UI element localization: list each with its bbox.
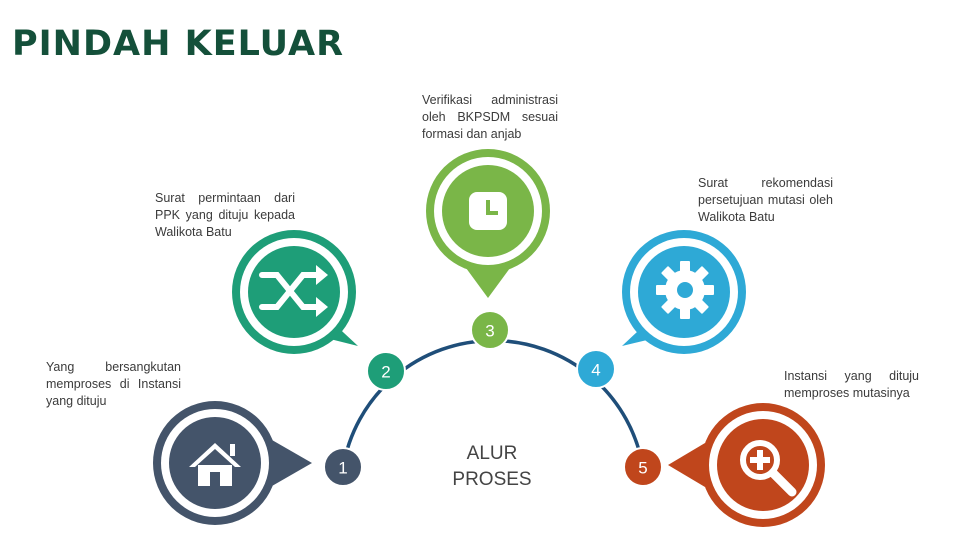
center-label-line-2: PROSES <box>452 469 532 490</box>
badge-step-5: 5 <box>623 447 663 487</box>
step-number-5: 5 <box>638 459 647 478</box>
home-icon <box>189 443 241 486</box>
bubble-step-1 <box>153 401 312 525</box>
step-3-text: Verifikasi administrasi oleh BKPSDM sesu… <box>422 93 558 141</box>
zoom-in-icon <box>740 440 797 497</box>
shuffle-icon <box>259 265 328 317</box>
badge-step-1: 1 <box>323 447 363 487</box>
step-5-text: Instansi yang dituju memproses mutasinya <box>784 369 919 400</box>
bubble-step-3 <box>426 149 550 298</box>
bubble-step-2 <box>232 230 358 354</box>
badge-step-3: 3 <box>470 310 510 350</box>
step-2-text: Surat permintaan dari PPK yang dituju ke… <box>155 191 295 239</box>
badge-step-2: 2 <box>366 351 406 391</box>
page-title: PINDAH KELUAR <box>12 24 345 64</box>
center-label-line-1: ALUR <box>466 443 518 464</box>
clock-icon <box>469 192 507 230</box>
bubble-step-5 <box>668 403 825 527</box>
bubble-step-4 <box>622 230 746 354</box>
step-number-1: 1 <box>338 459 347 478</box>
gear-icon <box>656 261 714 319</box>
step-1-text: Yang bersangkutan memproses di Instansi … <box>46 360 181 408</box>
center-label: ALUR PROSES <box>432 441 552 493</box>
step-number-4: 4 <box>591 361 600 380</box>
step-number-3: 3 <box>485 322 494 341</box>
step-4-text: Surat rekomendasi persetujuan mutasi ole… <box>698 176 833 224</box>
badge-step-4: 4 <box>576 349 616 389</box>
step-number-2: 2 <box>381 363 390 382</box>
